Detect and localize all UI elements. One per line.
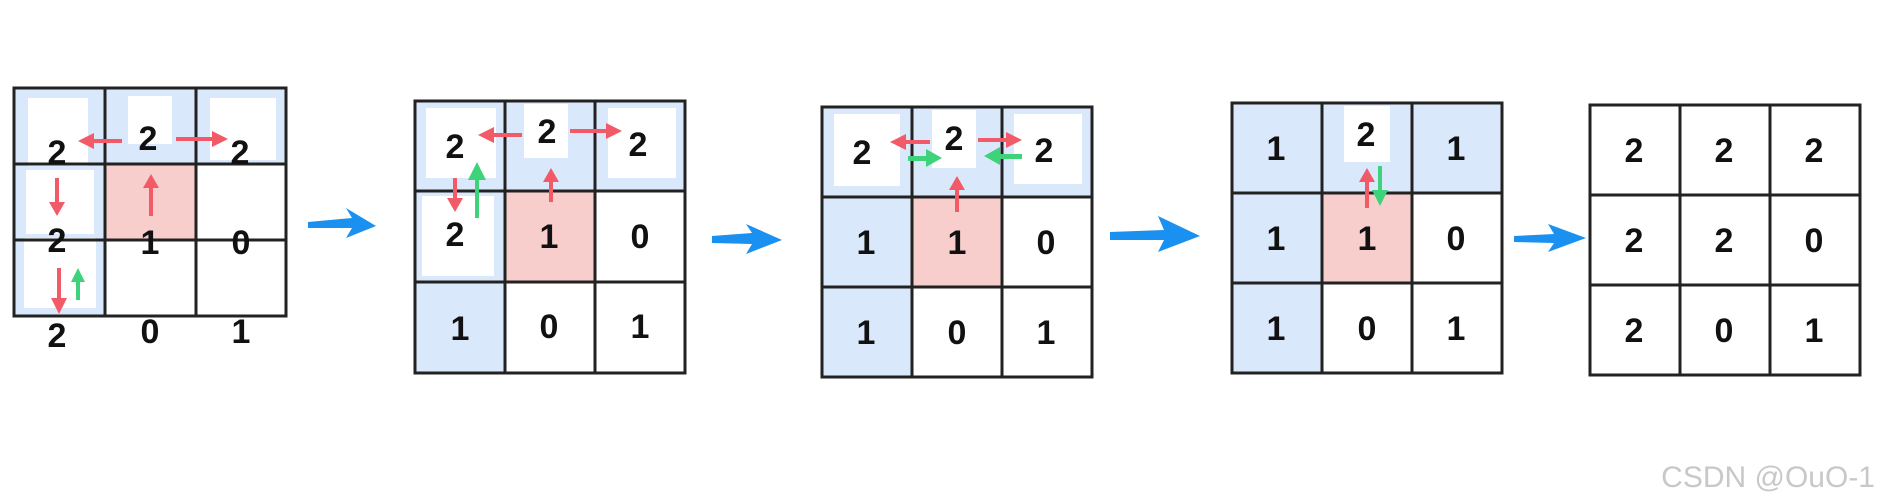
grid-2-cell-r1c1: 1 [540,218,559,256]
grid-5-cell-r1c0: 2 [1625,222,1644,260]
grid-1-cell-r2c1: 0 [141,313,160,351]
grid-4-red-arrows [1359,168,1375,208]
grid-1-cell-r1c1: 1 [141,224,160,262]
grid-4: 1 2 1 1 1 0 1 0 1 [1230,101,1504,375]
grid-4-cell-r2c1: 0 [1358,310,1377,348]
grid-4-cell-r1c0: 1 [1267,220,1286,258]
grid-5-cell-r2c1: 0 [1715,312,1734,350]
grid-1-red-arrows [49,131,228,314]
grid-3-cell-r2c2: 1 [1037,314,1056,352]
grid-3: 2 2 2 1 1 0 1 0 1 [820,105,1094,379]
grid-3-cell-r1c0: 1 [857,224,876,262]
flow-arrow-1 [308,208,376,238]
grid-1-box-r0c1 [128,96,172,144]
watermark-text: CSDN @OuO-1 [1661,461,1875,494]
grid-5: 2 2 2 2 2 0 2 0 1 [1588,103,1862,377]
grid-4-cell-r2c0: 1 [1267,310,1286,348]
grid-3-cell-r0c2: 2 [1035,132,1054,170]
grid-2-cell-r0c2: 2 [629,126,648,164]
grid-1-box-r0c0 [28,98,88,166]
grid-2: 2 2 2 2 1 0 1 0 1 [413,99,687,375]
grid-4-cell-r1c2: 0 [1447,220,1466,258]
grid-5-cell-r0c1: 2 [1715,132,1734,170]
grid-4-cell-r0c0: 1 [1267,130,1286,168]
grid-2-cell-r0c1: 2 [538,113,557,151]
grid-5-cell-r2c2: 1 [1805,312,1824,350]
grid-4-cell-r1c1: 1 [1358,220,1377,258]
grid-1: 2 2 2 2 1 0 2 0 1 [12,86,288,355]
grid-4-cell-r0c2: 1 [1447,130,1466,168]
grid-4-cell-r2c2: 1 [1447,310,1466,348]
grid-3-cell-r1c2: 0 [1037,224,1056,262]
flow-arrow-4 [1514,224,1586,252]
grid-2-highlight-bottom-left [415,282,505,373]
grid-2-green-arrows [468,162,486,218]
grid-1-cell-r0c0: 2 [48,134,67,172]
grid-3-cell-r2c1: 0 [948,314,967,352]
grid-5-cell-r0c0: 2 [1625,132,1644,170]
grid-1-green-arrows [71,268,85,300]
grid-3-green-arrows [908,147,1022,167]
grid-1-cell-r0c1: 2 [139,120,158,158]
grid-3-cell-r2c0: 1 [857,314,876,352]
grid-1-cell-r1c0: 2 [48,222,67,260]
grid-3-cell-r0c1: 2 [945,120,964,158]
grid-1-cell-r1c2: 0 [232,224,251,262]
grid-1-cell-r0c2: 2 [231,134,250,172]
flow-arrow-3 [1110,216,1200,252]
grid-3-cell-r0c0: 2 [853,134,872,172]
grid-3-red-arrows [890,132,1022,212]
grid-2-cell-r1c0: 2 [446,216,465,254]
grid-5-cell-r1c1: 2 [1715,222,1734,260]
grid-2-cell-r2c2: 1 [631,308,650,346]
grid-5-cell-r0c2: 2 [1805,132,1824,170]
grid-3-cell-r1c1: 1 [948,224,967,262]
grid-1-cell-r2c2: 1 [232,313,251,351]
grid-1-box-r0c2 [210,98,276,160]
grid-2-red-arrows [447,123,622,212]
grid-2-highlight-center [505,191,595,282]
grid-4-green-arrows [1372,166,1388,206]
grid-2-cell-r2c0: 1 [451,310,470,348]
grid-5-cell-r2c0: 2 [1625,312,1644,350]
flow-arrow-2 [712,224,782,254]
grid-4-cell-r0c1: 2 [1357,116,1376,154]
grid-5-cell-r1c2: 0 [1805,222,1824,260]
grid-2-cell-r2c1: 0 [540,308,559,346]
grid-2-cell-r0c0: 2 [446,128,465,166]
grid-2-cell-r1c2: 0 [631,218,650,256]
grid-1-cell-r2c0: 2 [48,317,67,355]
